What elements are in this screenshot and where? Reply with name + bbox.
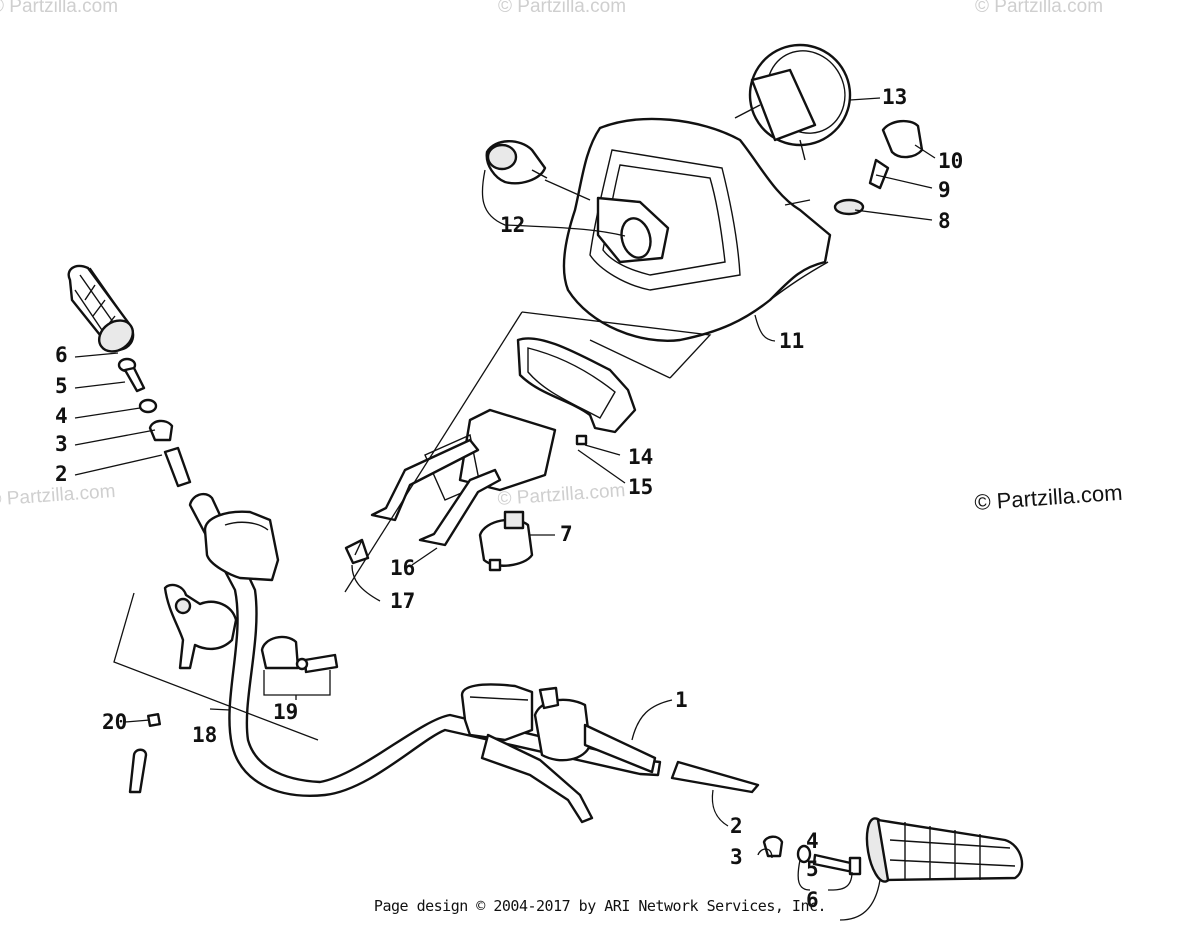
wire-connector	[128, 713, 161, 794]
callout-2-left: 2	[55, 462, 68, 486]
handlebar-pod	[562, 117, 832, 342]
callout-3-left: 3	[55, 432, 68, 456]
callout-11: 11	[779, 329, 804, 353]
leader-lines	[74, 97, 936, 921]
callout-2-right: 2	[730, 814, 743, 838]
callout-19: 19	[273, 700, 298, 724]
brake-master-cylinder	[460, 683, 594, 824]
callout-6-left: 6	[55, 343, 68, 367]
callout-15: 15	[628, 475, 653, 499]
callout-5-left: 5	[55, 374, 68, 398]
callout-10: 10	[938, 149, 963, 173]
callout-13: 13	[882, 85, 907, 109]
callout-labels: 13 10 9 8 12 11 14 15 7 16 17 6 5 4 3 2 …	[55, 85, 963, 912]
left-control-switch	[203, 510, 280, 582]
callout-4-right: 4	[806, 829, 819, 853]
reset-knob	[833, 119, 924, 216]
callout-4-left: 4	[55, 404, 68, 428]
right-sleeve	[670, 760, 760, 794]
callout-16: 16	[390, 556, 415, 580]
speedometer	[734, 43, 852, 161]
left-grip	[67, 264, 135, 353]
callout-7: 7	[560, 522, 573, 546]
right-bar-end-hardware	[762, 835, 862, 876]
handlebar	[188, 492, 662, 797]
callout-1: 1	[675, 688, 688, 712]
left-bar-end-hardware	[117, 357, 192, 488]
callout-8: 8	[938, 209, 951, 233]
watermark-top-left: © Partzilla.com	[0, 0, 118, 17]
callout-17: 17	[390, 589, 415, 613]
headlight-bezel	[516, 337, 637, 434]
right-switch-housing	[533, 686, 592, 762]
mounting-bracket	[370, 408, 557, 547]
right-grip	[865, 817, 1024, 883]
callout-3-right: 3	[730, 845, 743, 869]
callout-6-right: 6	[806, 888, 819, 912]
callout-18: 18	[192, 723, 217, 747]
push-pin	[344, 538, 370, 565]
callout-12: 12	[500, 213, 525, 237]
throttle-tube	[583, 723, 657, 774]
callout-20: 20	[102, 710, 127, 734]
watermark-main: © Partzilla.com	[974, 480, 1124, 515]
callout-14: 14	[628, 445, 653, 469]
key-switch	[485, 140, 670, 264]
callout-9: 9	[938, 178, 951, 202]
page-footer: Page design © 2004-2017 by ARI Network S…	[373, 897, 827, 915]
handlebar-clamp	[260, 635, 339, 674]
watermark-top-center: © Partzilla.com	[498, 0, 626, 17]
start-switch	[478, 510, 534, 572]
callout-5-right: 5	[806, 857, 819, 881]
watermark-top-right: © Partzilla.com	[975, 0, 1103, 17]
clip	[575, 434, 588, 446]
throttle-assembly	[163, 583, 238, 670]
